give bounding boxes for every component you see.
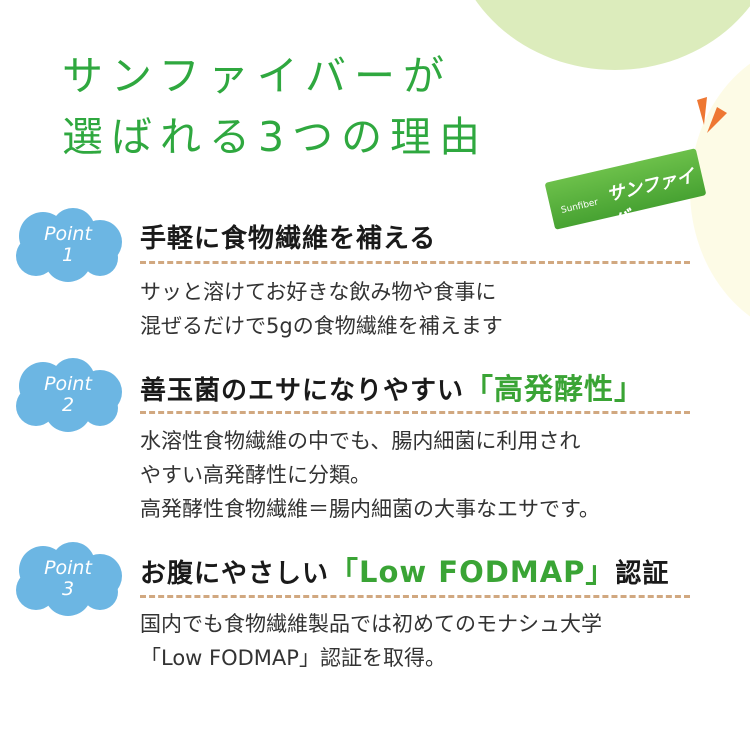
- point-1-heading: 手軽に食物繊維を補える: [140, 218, 436, 255]
- heading-text-after: 認証: [615, 559, 670, 589]
- body-line: やすい高発酵性に分類。: [140, 463, 371, 487]
- body-line: 「Low FODMAP」認証を取得。: [140, 646, 446, 670]
- badge-number: 3: [61, 578, 75, 600]
- cloud-icon: [16, 358, 122, 432]
- heading-text: 手軽に食物繊維を補える: [140, 224, 437, 254]
- badge-label: Point: [44, 373, 92, 395]
- point-2-body: 水溶性食物繊維の中でも、腸内細菌に利用されやすい高発酵性に分類。高発酵性食物繊維…: [140, 424, 600, 526]
- cloud-icon: [16, 542, 122, 616]
- cloud-icon: [16, 208, 122, 282]
- divider: [140, 261, 690, 264]
- body-line: 高発酵性食物繊維＝腸内細菌の大事なエサです。: [140, 497, 600, 521]
- divider: [140, 595, 690, 598]
- heading-text: お腹にやさしい: [140, 559, 330, 589]
- cream-circle-decoration: [690, 63, 750, 317]
- product-brand: Sunfiber: [560, 197, 600, 216]
- point-3-heading: お腹にやさしい「Low FODMAP」認証: [140, 549, 669, 591]
- divider: [140, 411, 690, 414]
- heading-text: 善玉菌のエサになりやすい: [140, 376, 465, 406]
- badge-number: 1: [61, 244, 75, 266]
- body-line: 国内でも食物繊維製品では初めてのモナシュ大学: [140, 612, 602, 636]
- emphasis-marks-icon: [697, 97, 727, 133]
- body-line: 混ぜるだけで5gの食物繊維を補えます: [140, 314, 503, 338]
- page-title-line1: サンファイバーが: [62, 52, 452, 100]
- heading-highlight: 「高発酵性」: [464, 372, 645, 406]
- point-1-body: サッと溶けてお好きな飲み物や食事に混ぜるだけで5gの食物繊維を補えます: [140, 275, 503, 343]
- green-circle-decoration: [475, 0, 750, 70]
- body-line: 水溶性食物繊維の中でも、腸内細菌に利用され: [140, 429, 581, 453]
- point-3-body: 国内でも食物繊維製品では初めてのモナシュ大学「Low FODMAP」認証を取得。: [140, 607, 602, 675]
- badge-label: Point: [44, 223, 92, 245]
- point-2-heading: 善玉菌のエサになりやすい「高発酵性」: [140, 366, 644, 408]
- badge-number: 2: [61, 394, 75, 416]
- body-line: サッと溶けてお好きな飲み物や食事に: [140, 280, 497, 304]
- badge-label: Point: [44, 557, 92, 579]
- heading-highlight: 「Low FODMAP」: [329, 555, 616, 589]
- page-title-line2: 選ばれる3つの理由: [62, 113, 489, 161]
- background-decoration: [475, 0, 750, 317]
